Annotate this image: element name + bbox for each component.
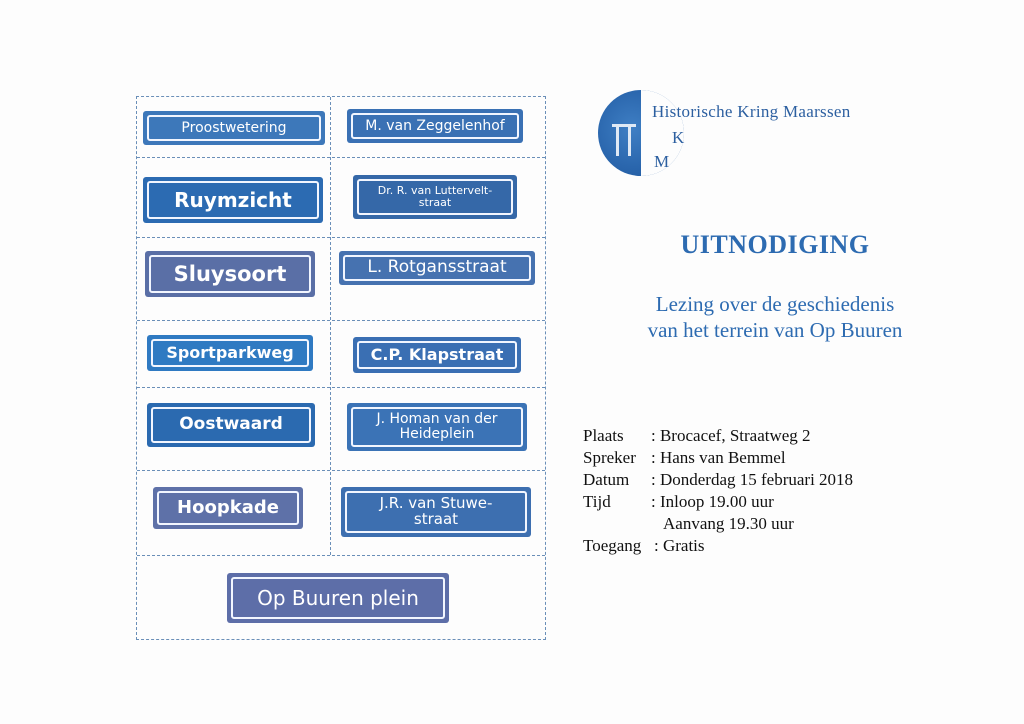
street-sign: C.P. Klapstraat (353, 337, 521, 373)
street-sign: Proostwetering (143, 111, 325, 145)
tijd-label: Tijd (583, 492, 611, 511)
street-sign: Sluysoort (145, 251, 315, 297)
logo-letter-k: K (672, 128, 685, 147)
grid-divider (137, 237, 545, 238)
street-sign: Ruymzicht (143, 177, 323, 223)
invitation-title: UITNODIGING (680, 230, 870, 259)
street-sign: Sportparkweg (147, 335, 313, 371)
logo-letter-m: M (654, 152, 670, 171)
datum-value: : Donderdag 15 februari 2018 (651, 470, 854, 489)
spreker-label: Spreker (583, 448, 636, 467)
toegang-label: Toegang (583, 536, 642, 555)
subtitle-line-1: Lezing over de geschiedenis (655, 292, 895, 316)
organization-name: Historische Kring Maarssen (652, 102, 851, 121)
street-sign-grid: Proostwetering M. van Zeggelenhof Ruymzi… (136, 96, 546, 640)
plaats-value: : Brocacef, Straatweg 2 (651, 426, 811, 445)
street-sign: M. van Zeggelenhof (347, 109, 523, 143)
grid-divider (137, 470, 545, 471)
plaats-label: Plaats (583, 426, 624, 445)
toegang-value: : Gratis (654, 536, 705, 555)
street-sign: Hoopkade (153, 487, 303, 529)
grid-divider (330, 97, 331, 555)
logo-emblem (598, 90, 684, 176)
datum-label: Datum (583, 470, 630, 489)
street-sign: J.R. van Stuwe- straat (341, 487, 531, 537)
spreker-value: : Hans van Bemmel (651, 448, 786, 467)
street-sign: L. Rotgansstraat (339, 251, 535, 285)
grid-divider (137, 320, 545, 321)
subtitle-line-2: van het terrein van Op Buuren (647, 318, 903, 342)
grid-divider (137, 555, 545, 556)
aanvang-value: Aanvang 19.30 uur (663, 514, 794, 533)
street-sign: J. Homan van der Heideplein (347, 403, 527, 451)
tijd-value: : Inloop 19.00 uur (651, 492, 774, 511)
grid-divider (137, 157, 545, 158)
grid-divider (137, 387, 545, 388)
street-sign: Dr. R. van Luttervelt- straat (353, 175, 517, 219)
street-sign: Op Buuren plein (227, 573, 449, 623)
street-sign: Oostwaard (147, 403, 315, 447)
